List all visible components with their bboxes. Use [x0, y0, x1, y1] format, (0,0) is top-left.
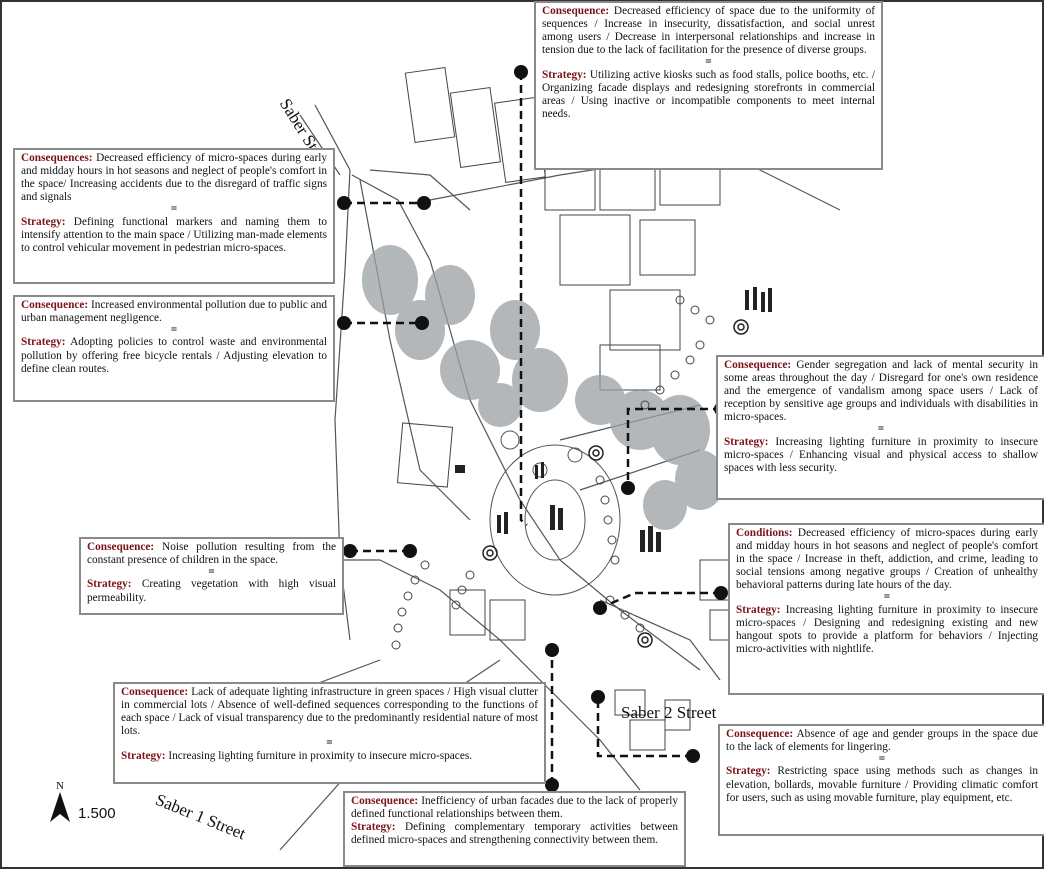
bench-rows	[391, 295, 715, 650]
connector-lines	[344, 72, 721, 785]
trees	[362, 245, 725, 530]
annotation-top-center: Consequence: Decreased efficiency of spa…	[534, 1, 883, 170]
scale-label: 1.500	[78, 805, 116, 822]
connector-dots	[337, 65, 728, 792]
north-label: N	[56, 780, 64, 792]
annotation-left-1: Consequences: Decreased efficiency of mi…	[13, 148, 335, 284]
annotation-right-1: Consequence: Gender segregation and lack…	[716, 355, 1044, 500]
central-plaza	[489, 430, 621, 596]
annotation-bottom-left: Consequence: Lack of adequate lighting i…	[113, 682, 546, 784]
building-blocks	[396, 66, 741, 751]
annotation-right-3: Consequence: Absence of age and gender g…	[718, 724, 1044, 836]
annotation-right-2: Conditions: Decreased efficiency of micr…	[728, 523, 1044, 695]
street-label-saber-2: Saber 2 Street	[621, 703, 717, 722]
hotspot-rings	[482, 319, 749, 648]
people-figures	[455, 287, 772, 552]
annotation-left-2: Consequence: Increased environmental pol…	[13, 295, 335, 402]
annotation-bottom-center: Consequence: Inefficiency of urban facad…	[343, 791, 686, 867]
annotation-left-3: Consequence: Noise pollution resulting f…	[79, 537, 344, 615]
north-arrow-icon: N	[50, 780, 70, 822]
